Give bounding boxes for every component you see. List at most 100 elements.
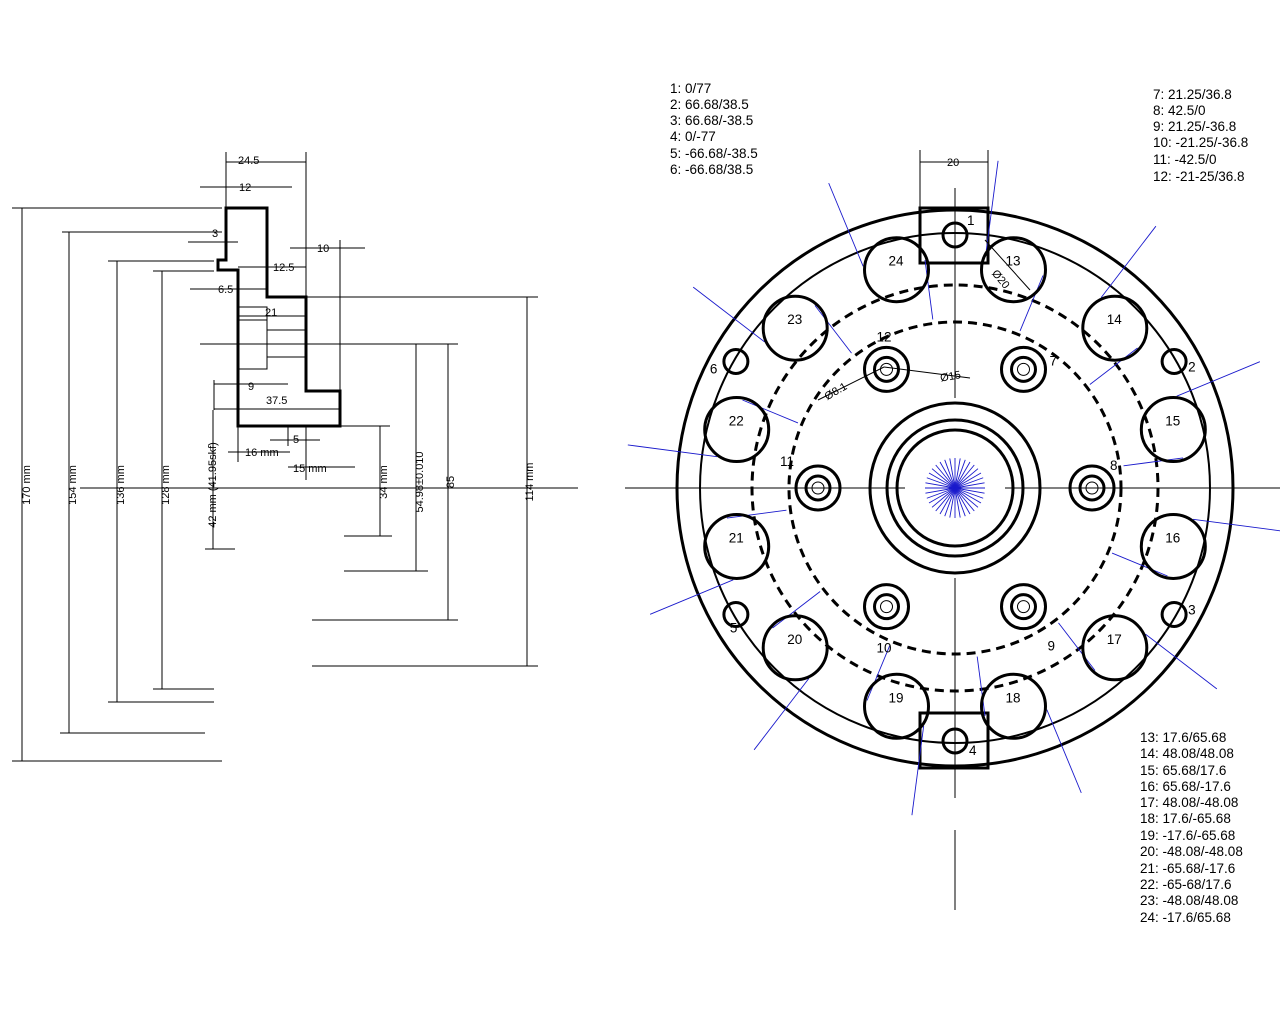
dim-34: 34 mm: [378, 465, 390, 499]
construction-line: [985, 160, 999, 251]
construction-lines: [625, 160, 1280, 816]
dim-128: 128 mm: [160, 465, 172, 505]
large-hole-label-14: 14: [1107, 312, 1123, 327]
coordinate-table-inner-holes: 7: 21.25/36.8 8: 42.5/0 9: 21.25/-36.8 1…: [1153, 87, 1248, 184]
mount-hole-label-1: 1: [967, 213, 975, 228]
mount-hole-4: [941, 727, 969, 755]
construction-line: [866, 644, 891, 701]
construction-line: [742, 399, 799, 424]
large-hole-label-24: 24: [889, 254, 905, 269]
coord-21: 21: -65.68/-17.6: [1140, 861, 1235, 876]
dim-12: 12: [239, 182, 251, 194]
bolt-hole-label-11: 11: [780, 454, 794, 469]
mount-hole-5: [722, 601, 750, 628]
construction-line: [814, 305, 852, 354]
slot-top: [918, 206, 990, 265]
bolt-hole-11: [794, 464, 842, 512]
dim-54-98: 54.98±0.010: [414, 451, 426, 512]
large-hole-label-13: 13: [1005, 254, 1020, 269]
coord-5: 5: -66.68/-38.5: [670, 146, 758, 161]
vertical-dimensions: 170 mm 154 mm 136 mm 128 mm 42 mm (41.95…: [21, 208, 536, 761]
bolt-hole-label-12: 12: [877, 329, 892, 344]
large-hole-15: [1139, 396, 1207, 464]
construction-line: [924, 259, 934, 320]
construction-line: [1123, 457, 1184, 467]
dim-16mm: 16 mm: [245, 447, 279, 459]
mount-hole-6: [722, 348, 750, 375]
section-profile: [216, 206, 342, 428]
bolt-hole-10: [863, 583, 910, 631]
coord-1: 1: 0/77: [670, 81, 711, 96]
dim-37-5: 37.5: [266, 395, 287, 407]
construction-line: [726, 509, 787, 519]
dim-5: 5: [293, 434, 299, 446]
coord-6: 6: -66.68/38.5: [670, 162, 753, 177]
bolt-hole-label-9: 9: [1048, 639, 1056, 654]
coord-10: 10: -21.25/-36.8: [1153, 135, 1248, 150]
dim-w20: 20: [947, 157, 959, 169]
construction-line: [772, 591, 821, 629]
construction-line: [649, 579, 734, 615]
coord-18: 18: 17.6/-65.68: [1140, 811, 1231, 826]
coord-24: 24: -17.6/65.68: [1140, 910, 1231, 925]
coord-14: 14: 48.08/48.08: [1140, 746, 1234, 761]
construction-line: [1192, 518, 1280, 532]
large-hole-16: [1139, 512, 1207, 580]
large-hole-21: [703, 512, 771, 580]
large-hole-label-22: 22: [729, 414, 744, 429]
bore-step: [237, 306, 268, 370]
construction-line: [1019, 275, 1044, 332]
large-hole-label-21: 21: [729, 530, 744, 545]
mount-hole-label-2: 2: [1188, 360, 1196, 375]
large-hole-14: [1081, 294, 1149, 362]
large-hole-22: [703, 396, 771, 464]
large-hole-label-17: 17: [1107, 632, 1122, 647]
construction-line: [828, 182, 864, 267]
coordinate-table-outer-holes: 1: 0/77 2: 66.68/38.5 3: 66.68/-38.5 4: …: [670, 81, 758, 177]
coord-3: 3: 66.68/-38.5: [670, 113, 753, 128]
construction-line: [627, 444, 718, 458]
mount-hole-label-6: 6: [710, 362, 718, 377]
horizontal-dimensions: 24.5 12 3 10 12.5 6.5 21 9 37.5 5 16 mm …: [188, 155, 365, 475]
bolt-hole-label-8: 8: [1110, 458, 1118, 473]
mount-hole-label-3: 3: [1188, 603, 1196, 618]
coord-2: 2: 66.68/38.5: [670, 97, 749, 112]
extension-lines: [12, 152, 578, 762]
large-hole-label-19: 19: [889, 690, 904, 705]
dim-6-5: 6.5: [218, 284, 233, 296]
construction-line: [1145, 633, 1218, 690]
coord-12: 12: -21-25/36.8: [1153, 169, 1245, 184]
dim-85: 85: [445, 476, 457, 488]
coord-7: 7: 21.25/36.8: [1153, 87, 1232, 102]
large-hole-label-15: 15: [1165, 414, 1180, 429]
dim-42: 42 mm (41.95skf): [207, 442, 219, 528]
coord-9: 9: 21.25/-36.8: [1153, 119, 1236, 134]
mount-hole-2: [1160, 348, 1188, 375]
construction-line: [1176, 361, 1261, 397]
construction-line: [976, 656, 986, 717]
large-hole-label-18: 18: [1005, 690, 1020, 705]
mount-hole-3: [1160, 601, 1188, 628]
coord-16: 16: 65.68/-17.6: [1140, 779, 1231, 794]
mount-hole-label-4: 4: [969, 743, 977, 758]
dim-154: 154 mm: [67, 465, 79, 505]
dim-114: 114 mm: [524, 463, 536, 502]
bolt-hole-8: [1068, 464, 1116, 512]
dim-10: 10: [317, 243, 329, 255]
coord-22: 22: -65-68/17.6: [1140, 877, 1232, 892]
large-hole-label-16: 16: [1165, 530, 1180, 545]
bolt-hole-12: [863, 345, 910, 393]
large-hole-20: [761, 614, 829, 682]
dim-136: 136 mm: [115, 465, 127, 505]
section-outline: [216, 206, 342, 428]
large-hole-23: [761, 294, 829, 362]
slot-bottom: [918, 711, 990, 770]
coord-20: 20: -48.08/-48.08: [1140, 844, 1243, 859]
construction-line: [1046, 709, 1082, 794]
construction-line: [1111, 552, 1168, 577]
large-hole-13: [979, 236, 1047, 304]
large-hole-17: [1081, 614, 1149, 682]
dim-24-5: 24.5: [238, 155, 259, 167]
